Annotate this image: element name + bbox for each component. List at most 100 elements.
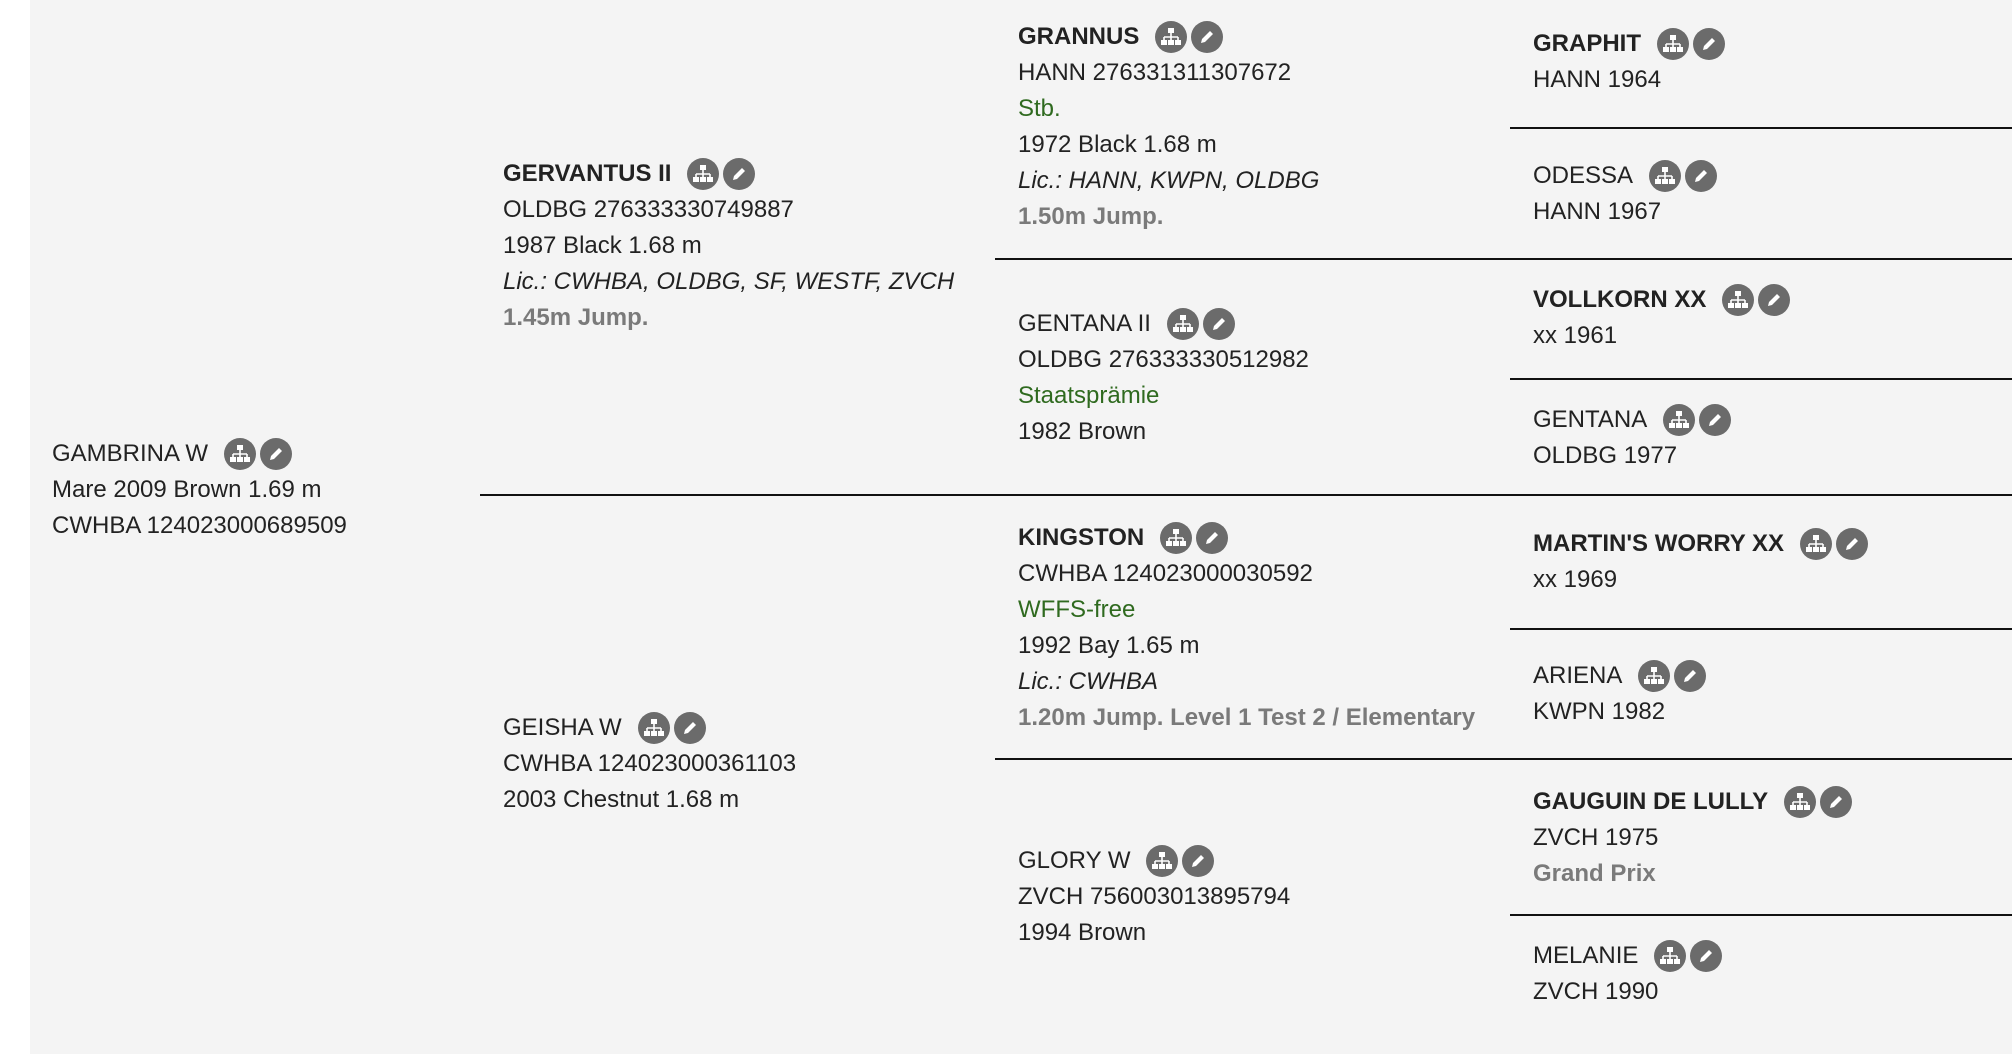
sire: GERVANTUS II OLDBG 276333330749887 1987 …	[503, 156, 954, 336]
gen3-entry-5: MARTIN'S WORRY XX xx 1969	[1533, 526, 1872, 598]
pedigree-tree-icon[interactable]	[687, 158, 720, 190]
pencil-edit-icon[interactable]	[1202, 308, 1235, 340]
pencil-edit-icon[interactable]	[1182, 845, 1215, 877]
divider-gen2-top	[995, 258, 2012, 260]
horse-name-link[interactable]: GAMBRINA W	[52, 440, 209, 467]
pedigree-tree-icon[interactable]	[1800, 528, 1833, 560]
details: 1982 Brown	[1018, 418, 1147, 445]
pedigree-tree-icon[interactable]	[1649, 160, 1682, 192]
divider-gen2-bottom	[995, 758, 2012, 760]
horse-name-link[interactable]: ARIENA	[1533, 662, 1623, 689]
horse-name-link[interactable]: GENTANA	[1533, 406, 1648, 433]
status-note: Staatsprämie	[1018, 382, 1160, 409]
dam-sire: KINGSTON CWHBA 124023000030592 WFFS-free…	[1018, 520, 1483, 736]
subject-registration: CWHBA 124023000689509	[52, 512, 347, 539]
details: 1994 Brown	[1018, 919, 1147, 946]
horse-name-link[interactable]: KINGSTON	[1018, 524, 1145, 551]
pencil-edit-icon[interactable]	[1685, 160, 1718, 192]
pencil-edit-icon[interactable]	[1820, 786, 1853, 818]
horse-name-link[interactable]: ODESSA	[1533, 162, 1634, 189]
registry-year: xx 1969	[1533, 566, 1618, 593]
pencil-edit-icon[interactable]	[1693, 28, 1725, 60]
dam-dam: GLORY W ZVCH 756003013895794 1994 Brown	[1018, 843, 1290, 951]
pedigree-tree-icon[interactable]	[1638, 660, 1671, 692]
registry-year: KWPN 1982	[1533, 698, 1666, 725]
pencil-edit-icon[interactable]	[1836, 528, 1869, 560]
details: 1992 Bay 1.65 m	[1018, 632, 1200, 659]
horse-name-link[interactable]: VOLLKORN XX	[1533, 286, 1707, 313]
performance: 1.45m Jump.	[503, 304, 649, 331]
licenses: Lic.: CWHBA	[1018, 668, 1159, 695]
gen3-entry-8: MELANIE ZVCH 1990	[1533, 938, 1726, 1010]
pedigree-chart: GAMBRINA W Mare 2009 Brown 1.69 m CWHBA …	[30, 0, 2012, 1054]
dam: GEISHA W CWHBA 124023000361103 2003 Ches…	[503, 710, 796, 818]
divider-gen3-3	[1510, 378, 2012, 380]
subject-horse: GAMBRINA W Mare 2009 Brown 1.69 m CWHBA …	[52, 436, 347, 544]
horse-name-link[interactable]: MELANIE	[1533, 942, 1639, 969]
horse-name-link[interactable]: GEISHA W	[503, 714, 622, 741]
pencil-edit-icon[interactable]	[723, 158, 756, 190]
pencil-edit-icon[interactable]	[1196, 522, 1229, 554]
pedigree-tree-icon[interactable]	[1146, 845, 1179, 877]
registration: ZVCH 756003013895794	[1018, 883, 1291, 910]
pedigree-tree-icon[interactable]	[1160, 522, 1193, 554]
registration: OLDBG 276333330749887	[503, 196, 794, 223]
horse-name-link[interactable]: GLORY W	[1018, 847, 1131, 874]
pedigree-tree-icon[interactable]	[1657, 28, 1689, 60]
licenses: Lic.: CWHBA, OLDBG, SF, WESTF, ZVCH	[503, 268, 955, 295]
licenses: Lic.: HANN, KWPN, OLDBG	[1018, 167, 1320, 194]
registry-year: HANN 1964	[1533, 66, 1662, 93]
horse-name-link[interactable]: MARTIN'S WORRY XX	[1533, 530, 1785, 557]
pencil-edit-icon[interactable]	[1674, 660, 1707, 692]
status-note: WFFS-free	[1018, 596, 1136, 623]
divider-gen1	[480, 494, 2012, 496]
pedigree-tree-icon[interactable]	[1784, 786, 1817, 818]
horse-name-link[interactable]: GRANNUS	[1018, 23, 1140, 50]
performance: Grand Prix	[1533, 860, 1656, 887]
gen3-entry-2: ODESSA HANN 1967	[1533, 158, 1721, 230]
registry-year: xx 1961	[1533, 322, 1618, 349]
details: 1972 Black 1.68 m	[1018, 131, 1217, 158]
registry-year: OLDBG 1977	[1533, 442, 1678, 469]
pencil-edit-icon[interactable]	[260, 438, 293, 470]
performance: 1.20m Jump. Level 1 Test 2 / Elementary	[1018, 704, 1476, 731]
gen3-entry-1: GRAPHIT HANN 1964	[1533, 26, 1729, 98]
registration: CWHBA 124023000361103	[503, 750, 797, 777]
gen3-entry-7: GAUGUIN DE LULLY ZVCH 1975 Grand Prix	[1533, 784, 1856, 892]
registration: OLDBG 276333330512982	[1018, 346, 1309, 373]
performance: 1.50m Jump.	[1018, 203, 1164, 230]
divider-gen3-5	[1510, 628, 2012, 630]
pencil-edit-icon[interactable]	[1758, 284, 1791, 316]
pencil-edit-icon[interactable]	[673, 712, 706, 744]
subject-description: Mare 2009 Brown 1.69 m	[52, 476, 322, 503]
pedigree-tree-icon[interactable]	[1166, 308, 1199, 340]
pedigree-tree-icon[interactable]	[637, 712, 670, 744]
horse-name-link[interactable]: GAUGUIN DE LULLY	[1533, 788, 1769, 815]
pedigree-tree-icon[interactable]	[1663, 404, 1696, 436]
pedigree-tree-icon[interactable]	[1722, 284, 1755, 316]
registry-year: ZVCH 1975	[1533, 824, 1659, 851]
details: 2003 Chestnut 1.68 m	[503, 786, 740, 813]
horse-name-link[interactable]: GENTANA II	[1018, 310, 1151, 337]
registration: HANN 276331311307672	[1018, 59, 1292, 86]
horse-name-link[interactable]: GERVANTUS II	[503, 160, 672, 187]
gen3-entry-4: GENTANA OLDBG 1977	[1533, 402, 1735, 474]
pencil-edit-icon[interactable]	[1191, 21, 1224, 53]
status-note: Stb.	[1018, 95, 1061, 122]
registry-year: HANN 1967	[1533, 198, 1662, 225]
divider-gen3-7	[1510, 914, 2012, 916]
gen3-entry-3: VOLLKORN XX xx 1961	[1533, 282, 1794, 354]
gen3-entry-6: ARIENA KWPN 1982	[1533, 658, 1710, 730]
pencil-edit-icon[interactable]	[1699, 404, 1732, 436]
pedigree-tree-icon[interactable]	[1155, 21, 1188, 53]
pedigree-tree-icon[interactable]	[224, 438, 257, 470]
details: 1987 Black 1.68 m	[503, 232, 702, 259]
sire-sire: GRANNUS HANN 276331311307672 Stb. 1972 B…	[1018, 19, 1319, 235]
registry-year: ZVCH 1990	[1533, 978, 1659, 1005]
registration: CWHBA 124023000030592	[1018, 560, 1313, 587]
sire-dam: GENTANA II OLDBG 276333330512982 Staatsp…	[1018, 306, 1309, 450]
divider-gen3-1	[1510, 127, 2012, 129]
horse-name-link[interactable]: GRAPHIT	[1533, 30, 1641, 57]
pencil-edit-icon[interactable]	[1690, 940, 1723, 972]
pedigree-tree-icon[interactable]	[1654, 940, 1687, 972]
